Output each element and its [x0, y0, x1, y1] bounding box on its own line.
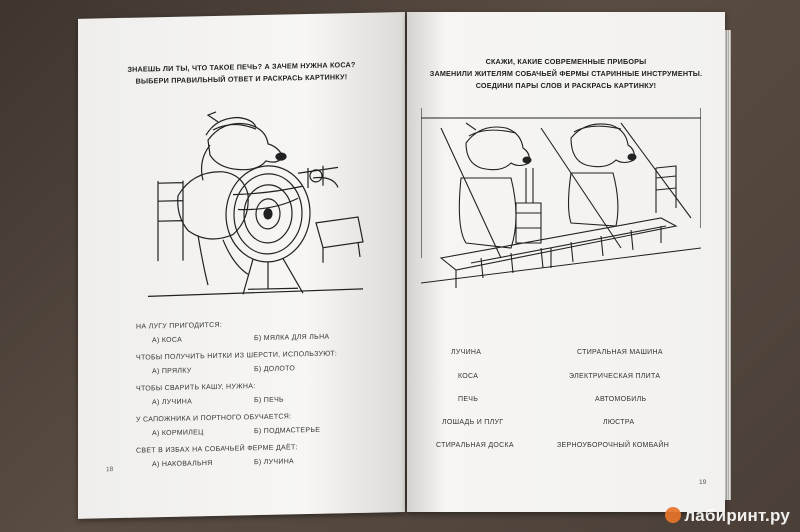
right-word-item: АВТОМОБИЛЬ — [595, 396, 647, 403]
answer-option-b: Б) ПОДМАСТЕРЬЕ — [254, 426, 321, 436]
right-word-item: ЗЕРНОУБОРОЧНЫЙ КОМБАЙН — [557, 442, 670, 449]
question-5: СВЕТ В ИЗБАХ НА СОБАЧЬЕЙ ФЕРМЕ ДАЁТ: А) … — [78, 12, 405, 468]
left-word-item: СТИРАЛЬНАЯ ДОСКА — [436, 442, 514, 449]
question-3: ЧТОБЫ СВАРИТЬ КАШУ, НУЖНА: А) ЛУЧИНА Б) … — [78, 12, 405, 406]
left-word-item: КОСА — [458, 373, 479, 380]
right-word-item: ЛЮСТРА — [603, 419, 635, 426]
answer-option-a: А) КОРМИЛЕЦ — [152, 429, 204, 438]
right-heading-line3: СОЕДИНИ ПАРЫ СЛОВ И РАСКРАСЬ КАРТИНКУ! — [475, 81, 657, 90]
question-text: СВЕТ В ИЗБАХ НА СОБАЧЬЕЙ ФЕРМЕ ДАЁТ: — [136, 444, 298, 455]
answer-option-b: Б) ДОЛОТО — [254, 365, 296, 374]
answer-option-a: А) ЛУЧИНА — [152, 398, 193, 407]
right-page: СКАЖИ, КАКИЕ СОВРЕМЕННЫЕ ПРИБОРЫ ЗАМЕНИЛ… — [407, 12, 725, 512]
right-word-item: ЭЛЕКТРИЧЕСКАЯ ПЛИТА — [569, 373, 661, 380]
page-stack-edge — [725, 30, 731, 500]
right-heading-line1: СКАЖИ, КАКИЕ СОВРЕМЕННЫЕ ПРИБОРЫ — [485, 57, 647, 66]
answer-option-a: А) НАКОВАЛЬНЯ — [152, 460, 213, 469]
left-page: ЗНАЕШЬ ЛИ ТЫ, ЧТО ТАКОЕ ПЕЧЬ? А ЗАЧЕМ НУ… — [78, 12, 405, 519]
question-text: ЧТОБЫ ПОЛУЧИТЬ НИТКИ ИЗ ШЕРСТИ, ИСПОЛЬЗУ… — [136, 350, 338, 362]
right-heading: СКАЖИ, КАКИЕ СОВРЕМЕННЫЕ ПРИБОРЫ ЗАМЕНИЛ… — [407, 56, 725, 92]
watermark-text: лабиринт.ру — [684, 506, 790, 525]
left-heading: ЗНАЕШЬ ЛИ ТЫ, ЧТО ТАКОЕ ПЕЧЬ? А ЗАЧЕМ НУ… — [78, 58, 405, 89]
page-number-right: 19 — [699, 479, 707, 486]
open-book: ЗНАЕШЬ ЛИ ТЫ, ЧТО ТАКОЕ ПЕЧЬ? А ЗАЧЕМ НУ… — [78, 12, 731, 519]
answer-option-b: Б) ПЕЧЬ — [254, 396, 284, 405]
labirint-logo-icon — [665, 507, 682, 523]
question-text: ЧТОБЫ СВАРИТЬ КАШУ, НУЖНА: — [136, 383, 256, 393]
spinning-wheel-illustration — [147, 111, 364, 297]
answer-option-a: А) КОСА — [152, 336, 183, 345]
left-word-item: ЛУЧИНА — [451, 349, 482, 356]
left-word-item: ЛОШАДЬ И ПЛУГ — [442, 419, 504, 426]
answer-option-b: Б) МЯЛКА ДЛЯ ЛЬНА — [254, 333, 330, 343]
answer-option-a: А) ПРЯЛКУ — [152, 367, 192, 376]
watermark: лабиринт.ру — [665, 506, 790, 526]
right-word-item: СТИРАЛЬНАЯ МАШИНА — [577, 349, 663, 356]
answer-option-b: Б) ЛУЧИНА — [254, 458, 295, 467]
right-heading-line2: ЗАМЕНИЛИ ЖИТЕЛЯМ СОБАЧЬЕЙ ФЕРМЫ СТАРИННЫ… — [429, 69, 703, 78]
question-2: ЧТОБЫ ПОЛУЧИТЬ НИТКИ ИЗ ШЕРСТИ, ИСПОЛЬЗУ… — [78, 12, 405, 375]
left-word-item: ПЕЧЬ — [458, 396, 479, 403]
question-text: НА ЛУГУ ПРИГОДИТСЯ: — [136, 321, 223, 331]
question-4: У САПОЖНИКА И ПОРТНОГО ОБУЧАЕТСЯ: А) КОР… — [78, 12, 405, 437]
washing-dogs-illustration — [421, 108, 701, 288]
page-number-left: 18 — [106, 466, 114, 474]
question-1: НА ЛУГУ ПРИГОДИТСЯ: А) КОСА Б) МЯЛКА ДЛЯ… — [78, 12, 405, 344]
question-text: У САПОЖНИКА И ПОРТНОГО ОБУЧАЕТСЯ: — [136, 413, 292, 424]
